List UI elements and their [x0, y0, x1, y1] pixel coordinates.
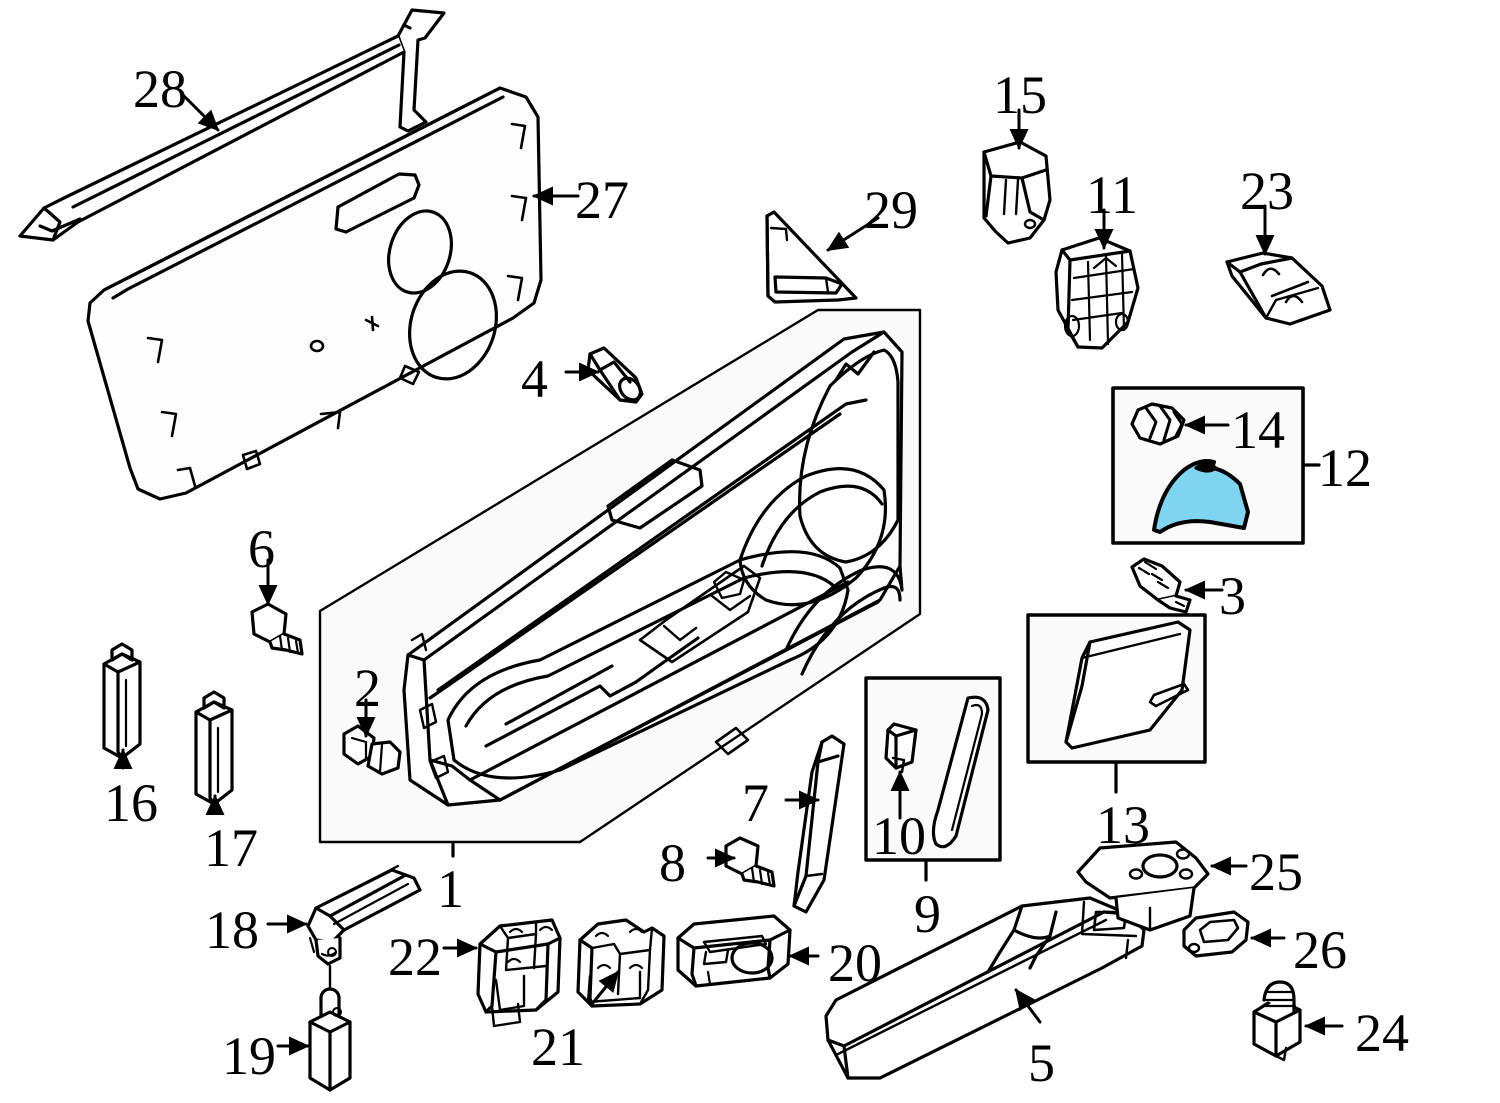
callout-number-17[interactable]: 17 [204, 818, 258, 878]
callout-number-23[interactable]: 23 [1240, 161, 1294, 221]
callout-leaders [113, 94, 1344, 1056]
callout-number-18[interactable]: 18 [205, 900, 259, 960]
callout-number-19[interactable]: 19 [222, 1026, 276, 1086]
part-6-trim-screw [250, 602, 304, 656]
part-29-mirror-bracket [765, 210, 858, 304]
callout-number-7[interactable]: 7 [742, 773, 769, 833]
part-26-blank-switch-cover [1182, 910, 1250, 958]
callout-number-24[interactable]: 24 [1355, 1003, 1409, 1063]
callout-number-10[interactable]: 10 [872, 806, 926, 866]
callout-number-8[interactable]: 8 [659, 833, 686, 893]
part-12-highlighted-cover [1152, 459, 1250, 534]
part-19-rod-base [308, 987, 352, 1092]
callout-number-27[interactable]: 27 [575, 170, 629, 230]
part-2-retainer-stud [342, 724, 402, 776]
leader-28 [182, 94, 220, 132]
callout-number-9[interactable]: 9 [914, 884, 941, 944]
callout-number-1[interactable]: 1 [437, 859, 464, 919]
part-27-water-shield [86, 86, 543, 501]
part-9-clip-kit-box [864, 676, 1002, 862]
leader-21 [590, 970, 620, 1006]
part-16-lock-guide-left [102, 642, 142, 760]
callout-number-12[interactable]: 12 [1318, 438, 1372, 498]
callout-number-22[interactable]: 22 [388, 927, 442, 987]
part-15-tweeter-housing [982, 140, 1052, 245]
callout-number-11[interactable]: 11 [1086, 165, 1138, 225]
callout-number-3[interactable]: 3 [1219, 566, 1246, 626]
callout-number-20[interactable]: 20 [828, 933, 882, 993]
callout-number-14[interactable]: 14 [1231, 400, 1285, 460]
leader-29 [826, 216, 880, 252]
callout-number-29[interactable]: 29 [864, 180, 918, 240]
part-20-switch-bezel-plate [676, 914, 792, 988]
callout-number-13[interactable]: 13 [1096, 795, 1150, 855]
part-13-applique-box [1026, 613, 1207, 764]
callout-number-26[interactable]: 26 [1293, 920, 1347, 980]
callout-number-21[interactable]: 21 [531, 1017, 585, 1077]
callout-number-4[interactable]: 4 [521, 349, 548, 409]
callout-number-28[interactable]: 28 [133, 59, 187, 119]
part-28-belt-molding [18, 8, 446, 242]
part-18-lock-knob [306, 864, 422, 994]
part-14-trim-clip [1130, 402, 1186, 446]
part-22-driver-window-switch [476, 918, 562, 1028]
part-17-lock-guide-right [194, 690, 234, 806]
callout-number-5[interactable]: 5 [1028, 1033, 1055, 1093]
part-4-push-pin [586, 346, 644, 404]
part-11-speaker-grille [1054, 236, 1140, 350]
leader-5 [1014, 988, 1042, 1024]
part-24-grommet-nut [1252, 980, 1302, 1062]
callout-number-25[interactable]: 25 [1249, 842, 1303, 902]
callout-number-15[interactable]: 15 [993, 65, 1047, 125]
callout-number-16[interactable]: 16 [104, 773, 158, 833]
part-1-door-trim-panel [318, 308, 922, 844]
part-3-trim-screw [1130, 557, 1192, 614]
callout-number-6[interactable]: 6 [248, 519, 275, 579]
part-25-mirror-switch-bezel [1076, 840, 1210, 932]
part-21-passenger-window-switch [576, 918, 666, 1008]
callout-number-2[interactable]: 2 [354, 658, 381, 718]
